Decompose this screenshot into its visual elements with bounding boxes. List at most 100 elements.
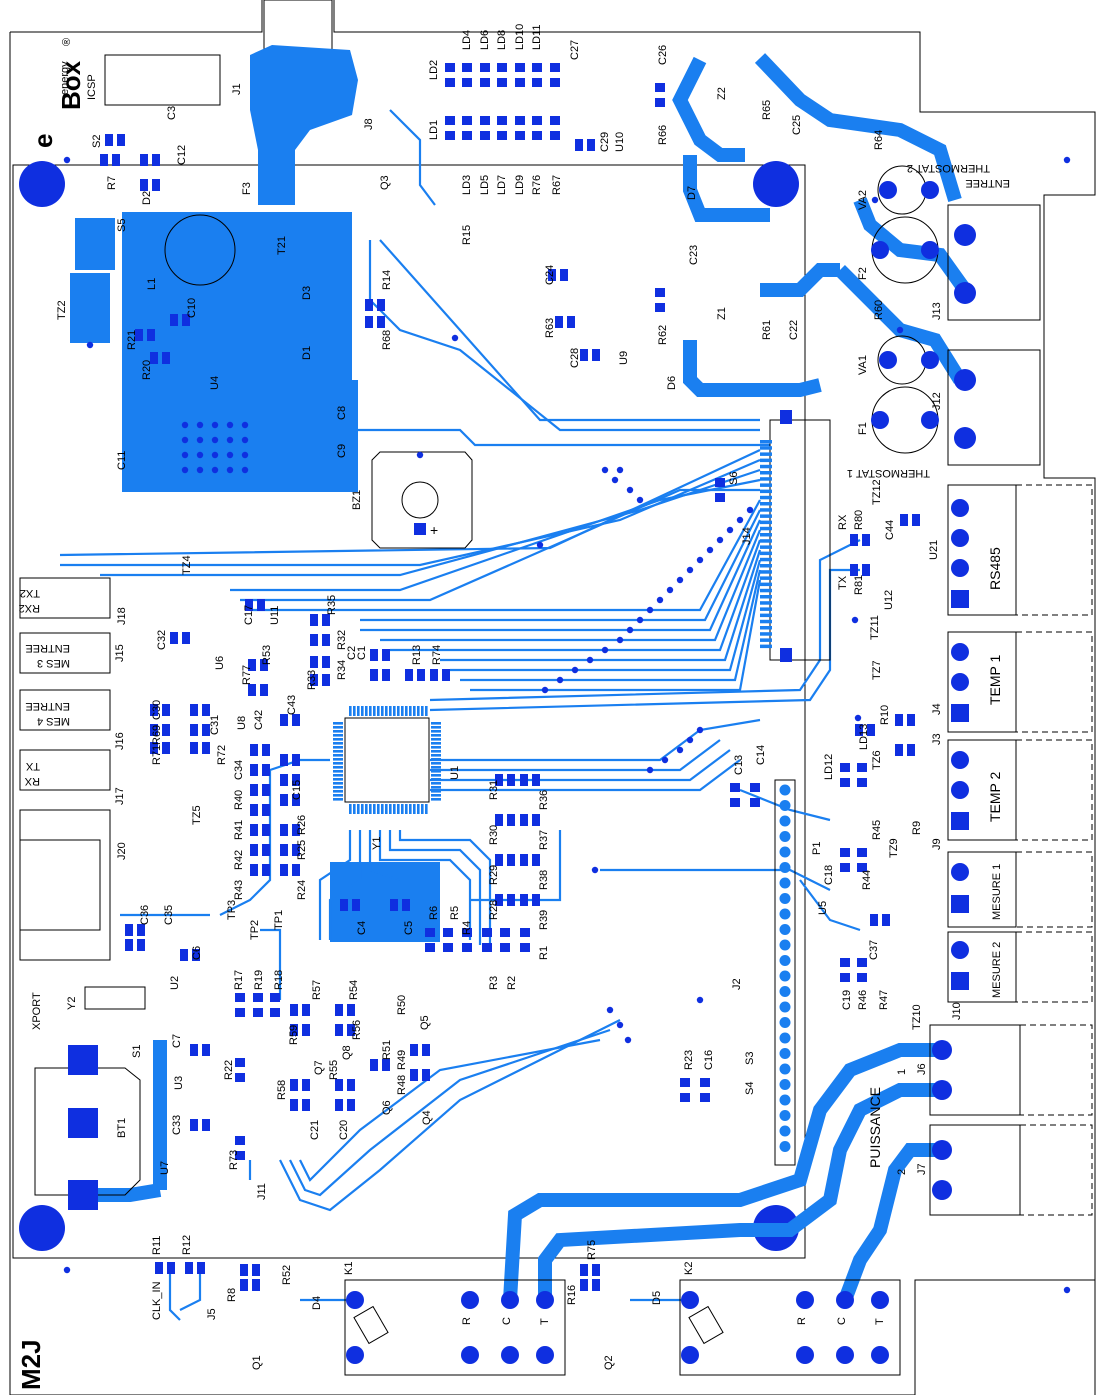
ref-r50: R50 xyxy=(396,995,408,1015)
ref-r12: R12 xyxy=(181,1235,193,1255)
via xyxy=(586,656,594,664)
k1-c: C xyxy=(501,1317,513,1325)
ref-r17: R17 xyxy=(233,970,245,990)
smd-pad xyxy=(347,1004,355,1016)
ref-r62: R62 xyxy=(657,325,669,345)
ref-d7: D7 xyxy=(686,186,698,200)
j14-pin xyxy=(760,440,772,444)
smd-pad xyxy=(462,116,472,125)
smd-pad xyxy=(882,914,890,926)
u1-pin xyxy=(333,774,343,777)
via xyxy=(616,466,624,474)
smd-pad xyxy=(480,131,490,140)
battery-bt1 xyxy=(34,1045,141,1210)
ref-c4: C4 xyxy=(356,921,368,935)
ref-c42: C42 xyxy=(253,710,265,730)
smd-pad xyxy=(520,814,528,826)
smd-pad xyxy=(715,493,725,502)
ref-r64: R64 xyxy=(873,130,885,150)
u1-pin xyxy=(381,804,384,814)
ref-c18: C18 xyxy=(823,865,835,885)
k1-t: T xyxy=(539,1318,551,1325)
smd-pad xyxy=(245,599,253,611)
via xyxy=(556,676,564,684)
via xyxy=(181,421,189,429)
ref-c13: C13 xyxy=(733,755,745,775)
ref-c5: C5 xyxy=(403,921,415,935)
u1-pin xyxy=(431,750,441,753)
ref-j3: J3 xyxy=(931,733,943,745)
ref-c14: C14 xyxy=(755,745,767,765)
via xyxy=(196,466,204,474)
smd-pad xyxy=(335,1099,343,1111)
ref-r2: R2 xyxy=(506,976,518,990)
ref-f1: F1 xyxy=(857,422,869,435)
u1-pin xyxy=(431,786,441,789)
ref-k1: K1 xyxy=(343,1262,355,1275)
via xyxy=(451,334,459,342)
smd-pad xyxy=(532,63,542,72)
j2-pin xyxy=(779,939,791,951)
via xyxy=(726,526,734,534)
mount-hole-bl xyxy=(19,1205,65,1251)
via xyxy=(211,451,219,459)
ref-r42: R42 xyxy=(233,850,245,870)
smd-pad xyxy=(862,534,870,546)
smd-pad xyxy=(112,154,120,166)
via xyxy=(896,326,904,334)
smd-pad xyxy=(105,134,113,146)
u1-pin xyxy=(409,706,412,716)
smd-pad xyxy=(100,154,108,166)
k2-t: T xyxy=(874,1318,886,1325)
ref-r32: R32 xyxy=(336,630,348,650)
smd-pad xyxy=(235,993,245,1002)
via xyxy=(636,496,644,504)
ref-f2: F2 xyxy=(857,267,869,280)
via xyxy=(211,466,219,474)
smd-pad xyxy=(497,131,507,140)
smd-pad xyxy=(402,899,410,911)
smd-pad xyxy=(867,724,875,736)
smd-pad xyxy=(262,744,270,756)
via xyxy=(196,451,204,459)
via xyxy=(591,866,599,874)
u1-pin xyxy=(413,706,416,716)
mes3-label: MES 3 xyxy=(37,657,70,669)
smd-pad xyxy=(912,514,920,526)
tx-small-label: TX xyxy=(837,575,849,590)
via xyxy=(226,421,234,429)
u1-pin xyxy=(417,804,420,814)
via xyxy=(1063,156,1071,164)
smd-pad xyxy=(370,649,378,661)
ref-tp3: TP3 xyxy=(226,900,238,920)
smd-pad xyxy=(855,724,863,736)
via xyxy=(624,1036,632,1044)
ref-c20: C20 xyxy=(338,1120,350,1140)
ref-ld12: LD12 xyxy=(823,754,835,780)
ref-r21: R21 xyxy=(126,330,138,350)
ref-tz4: TZ4 xyxy=(181,555,193,575)
ref-r19: R19 xyxy=(253,970,265,990)
ref-q1: Q1 xyxy=(251,1355,263,1370)
j14-pin xyxy=(760,588,772,593)
u1-pin xyxy=(431,734,441,737)
ref-r36: R36 xyxy=(538,790,550,810)
ref-r75: R75 xyxy=(586,1240,598,1260)
u1-pin xyxy=(431,774,441,777)
ref-c44: C44 xyxy=(884,520,896,540)
u1-pin xyxy=(333,786,343,789)
smd-pad xyxy=(730,798,740,807)
smd-pad xyxy=(262,844,270,856)
ref-c3: C3 xyxy=(166,106,178,120)
smd-pad xyxy=(260,684,268,696)
smd-pad xyxy=(235,1136,245,1145)
u1-pin xyxy=(431,722,441,725)
via xyxy=(851,616,859,624)
j14-pin xyxy=(760,452,772,456)
ref-r48: R48 xyxy=(396,1075,408,1095)
smd-pad xyxy=(253,1008,263,1017)
fuses xyxy=(871,165,939,454)
ref-u3: U3 xyxy=(173,1076,185,1090)
ref-r13: R13 xyxy=(411,645,423,665)
u1-pin xyxy=(333,770,343,773)
